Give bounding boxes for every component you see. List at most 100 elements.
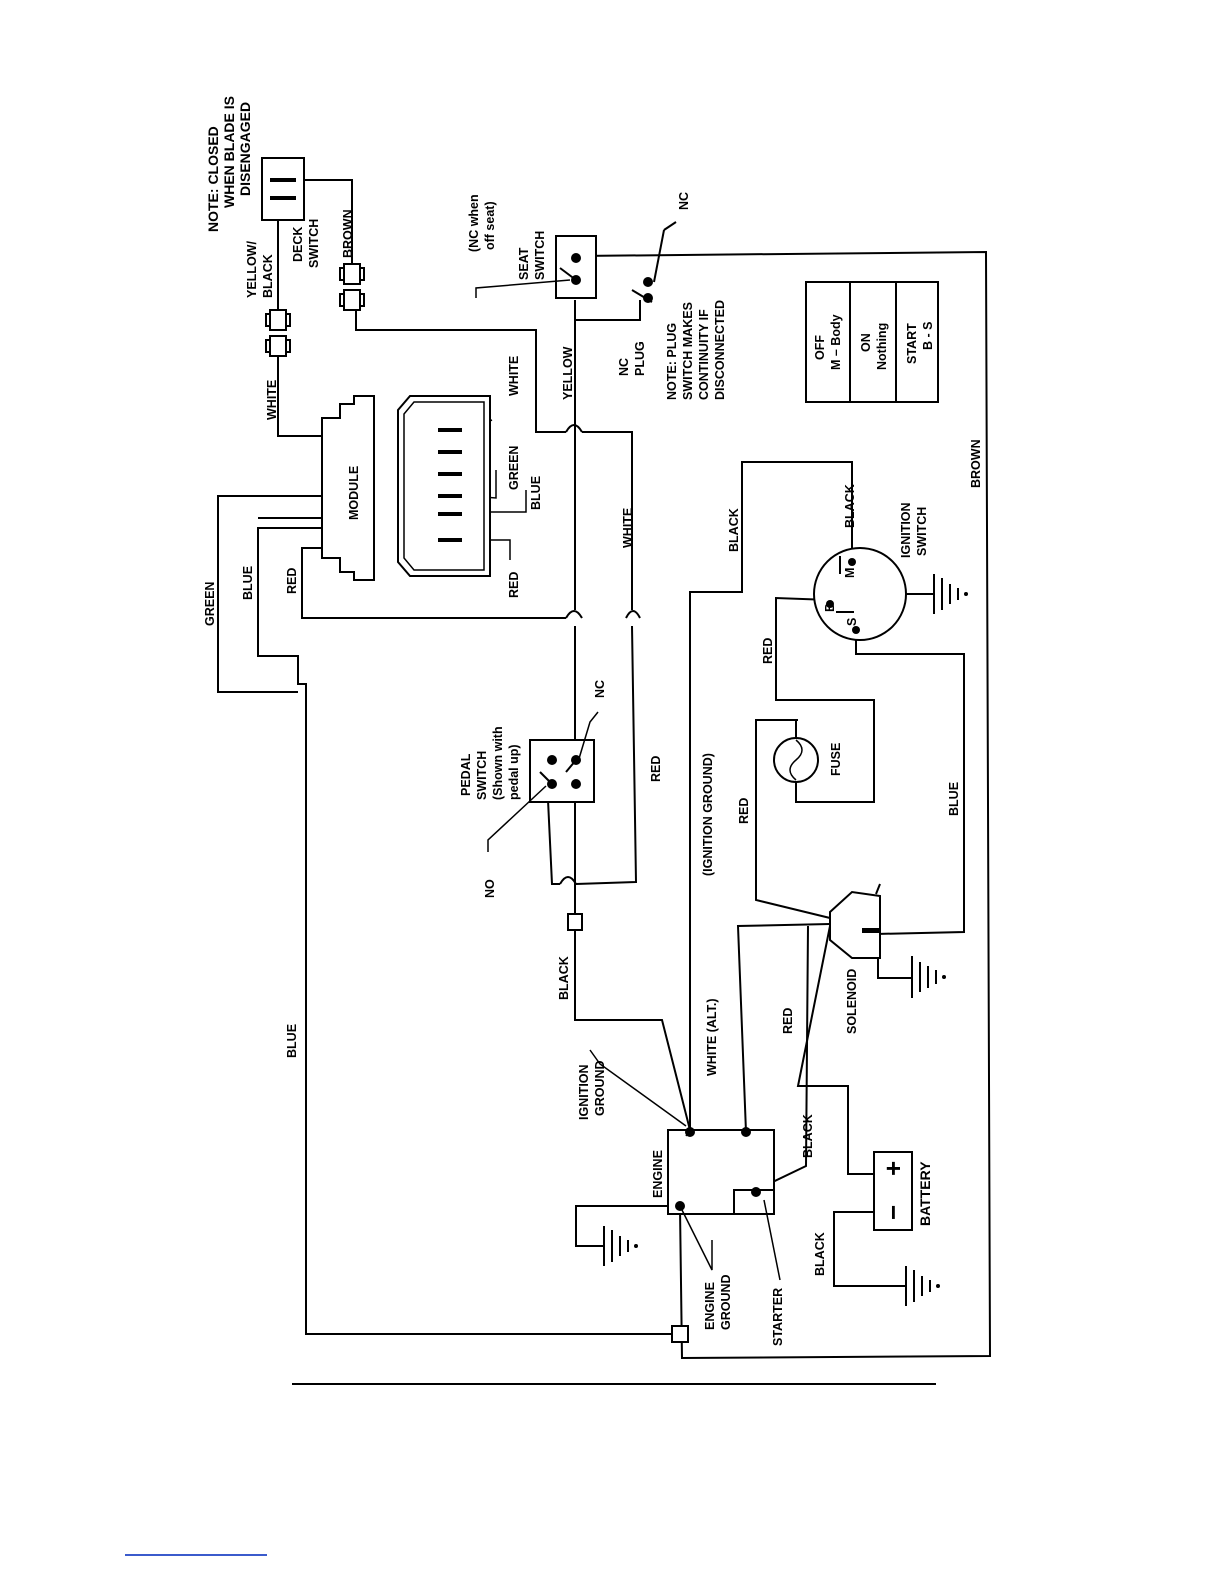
label-term-b: B xyxy=(823,603,837,612)
wire-red-b xyxy=(775,596,875,803)
label-red-pedal: RED xyxy=(649,756,663,782)
wire-white-mid-top xyxy=(582,431,633,610)
label-ignition-ground-mid: (IGNITION GROUND) xyxy=(701,753,715,876)
label-plug-note-4: DISCONNECTED xyxy=(713,300,727,400)
label-deck-note-1: NOTE: CLOSED xyxy=(205,126,221,232)
label-green-module: GREEN xyxy=(507,446,521,490)
label-deck-switch-2: SWITCH xyxy=(307,219,321,268)
label-plus: + xyxy=(878,1161,908,1176)
label-blue-bottom: BLUE xyxy=(285,1024,299,1058)
leader-lines xyxy=(475,279,781,1281)
label-blue-right: BLUE xyxy=(947,782,961,816)
wire-white-mid-bottom xyxy=(575,625,638,885)
label-module: MODULE xyxy=(347,466,361,520)
wire-hop-2 xyxy=(625,610,641,619)
module xyxy=(321,395,491,581)
engine xyxy=(667,1127,775,1215)
label-nc-plug-1: NC xyxy=(617,358,631,376)
label-white-module: WHITE xyxy=(507,356,521,396)
label-ignition-ground-engine-1: IGNITION xyxy=(577,1064,591,1120)
label-ign-start: START xyxy=(905,323,919,364)
label-yellow-black-2: BLACK xyxy=(261,254,275,298)
wire-white-alt xyxy=(736,923,831,1133)
label-ign-start-conn: B - S xyxy=(921,322,935,350)
ground-ignition-switch xyxy=(933,574,968,614)
label-deck-switch-1: DECK xyxy=(291,227,305,262)
label-pedal-switch-4: pedal up) xyxy=(507,744,521,800)
label-ign-on-conn: Nothing xyxy=(875,323,889,370)
label-starter: STARTER xyxy=(771,1288,785,1346)
wire-red-battery xyxy=(796,925,874,1175)
label-ign-on: ON xyxy=(859,333,873,352)
wire-white-module-deck xyxy=(277,352,322,437)
label-red-module: RED xyxy=(507,572,521,598)
label-red-left: RED xyxy=(285,568,299,594)
wire-solenoid-ground xyxy=(877,952,912,979)
label-nc-plug-2: PLUG xyxy=(633,341,647,376)
label-no-pedal: NO xyxy=(483,879,497,898)
label-brown-right: BROWN xyxy=(969,439,983,488)
wire-red-module xyxy=(301,547,566,619)
label-term-s: S xyxy=(845,618,859,626)
seat-switch xyxy=(555,235,597,299)
label-nc-off-seat-2: off seat) xyxy=(483,201,497,250)
label-term-m: M xyxy=(843,568,857,578)
label-pedal-switch-2: SWITCH xyxy=(475,751,489,800)
label-blue-module: BLUE xyxy=(529,476,543,510)
label-black-m: BLACK xyxy=(843,484,857,528)
battery xyxy=(873,1151,913,1231)
solenoid xyxy=(829,883,881,959)
label-blue-left: BLUE xyxy=(241,566,255,600)
label-white-top: WHITE xyxy=(265,380,279,420)
ignition-switch xyxy=(813,547,907,641)
label-nc-off-seat-1: (NC when xyxy=(467,194,481,252)
label-black-battery-neg: BLACK xyxy=(813,1232,827,1276)
label-white-alt: WHITE (ALT.) xyxy=(705,998,719,1076)
label-ign-off: OFF xyxy=(813,335,827,360)
label-pedal-switch-1: PEDAL xyxy=(459,753,473,796)
label-pedal-switch-3: (Shown with xyxy=(491,726,505,800)
wire-ignition-ground xyxy=(689,461,853,1130)
label-fuse: FUSE xyxy=(829,743,843,776)
label-yellow: YELLOW xyxy=(561,346,575,400)
label-black-junction: BLACK xyxy=(557,956,571,1000)
label-deck-note-3: DISENGAGED xyxy=(237,102,253,196)
label-yellow-black-1: YELLOW/ xyxy=(245,241,259,298)
junction-engine xyxy=(671,1325,689,1343)
label-battery: BATTERY xyxy=(917,1161,933,1226)
wire-blue-s xyxy=(855,630,965,935)
label-ign-off-conn: M – Body xyxy=(829,314,843,370)
connector-brown xyxy=(339,263,365,311)
label-green-left: GREEN xyxy=(203,582,217,626)
label-engine: ENGINE xyxy=(651,1150,665,1198)
pedal-switch xyxy=(529,739,595,803)
label-plug-note-3: CONTINUITY IF xyxy=(697,309,711,400)
wire-brown-deck xyxy=(304,179,353,268)
label-deck-note-2: WHEN BLADE IS xyxy=(221,96,237,208)
label-engine-ground-1: ENGINE xyxy=(703,1282,717,1330)
wire-battery-neg xyxy=(833,1211,906,1287)
label-minus: − xyxy=(878,1205,908,1220)
label-nc-top: NC xyxy=(677,192,691,210)
label-nc-pedal: NC xyxy=(593,680,607,698)
label-black-battery-pos: BLACK xyxy=(801,1114,815,1158)
label-plug-note-2: SWITCH MAKES xyxy=(681,302,695,400)
label-ignition-switch-1: IGNITION xyxy=(899,502,913,558)
wire-brown-connector xyxy=(355,308,566,433)
wire-pedal-left xyxy=(547,799,560,885)
ground-engine xyxy=(603,1226,638,1266)
footer-link-underline[interactable] xyxy=(125,1554,267,1556)
wire-green xyxy=(217,495,322,693)
deck-switch xyxy=(261,157,305,221)
label-seat-switch-2: SWITCH xyxy=(533,231,547,280)
connector-yellow-black xyxy=(265,309,291,357)
wire-brown-outer xyxy=(577,250,992,1360)
wire-hop-4 xyxy=(559,876,577,885)
label-brown-top: BROWN xyxy=(341,209,355,258)
label-solenoid: SOLENOID xyxy=(845,969,859,1034)
wire-hop-3 xyxy=(565,610,583,619)
fuse xyxy=(773,737,819,783)
wire-engine-ground xyxy=(575,1205,668,1247)
wire-black-junction xyxy=(574,930,691,1131)
